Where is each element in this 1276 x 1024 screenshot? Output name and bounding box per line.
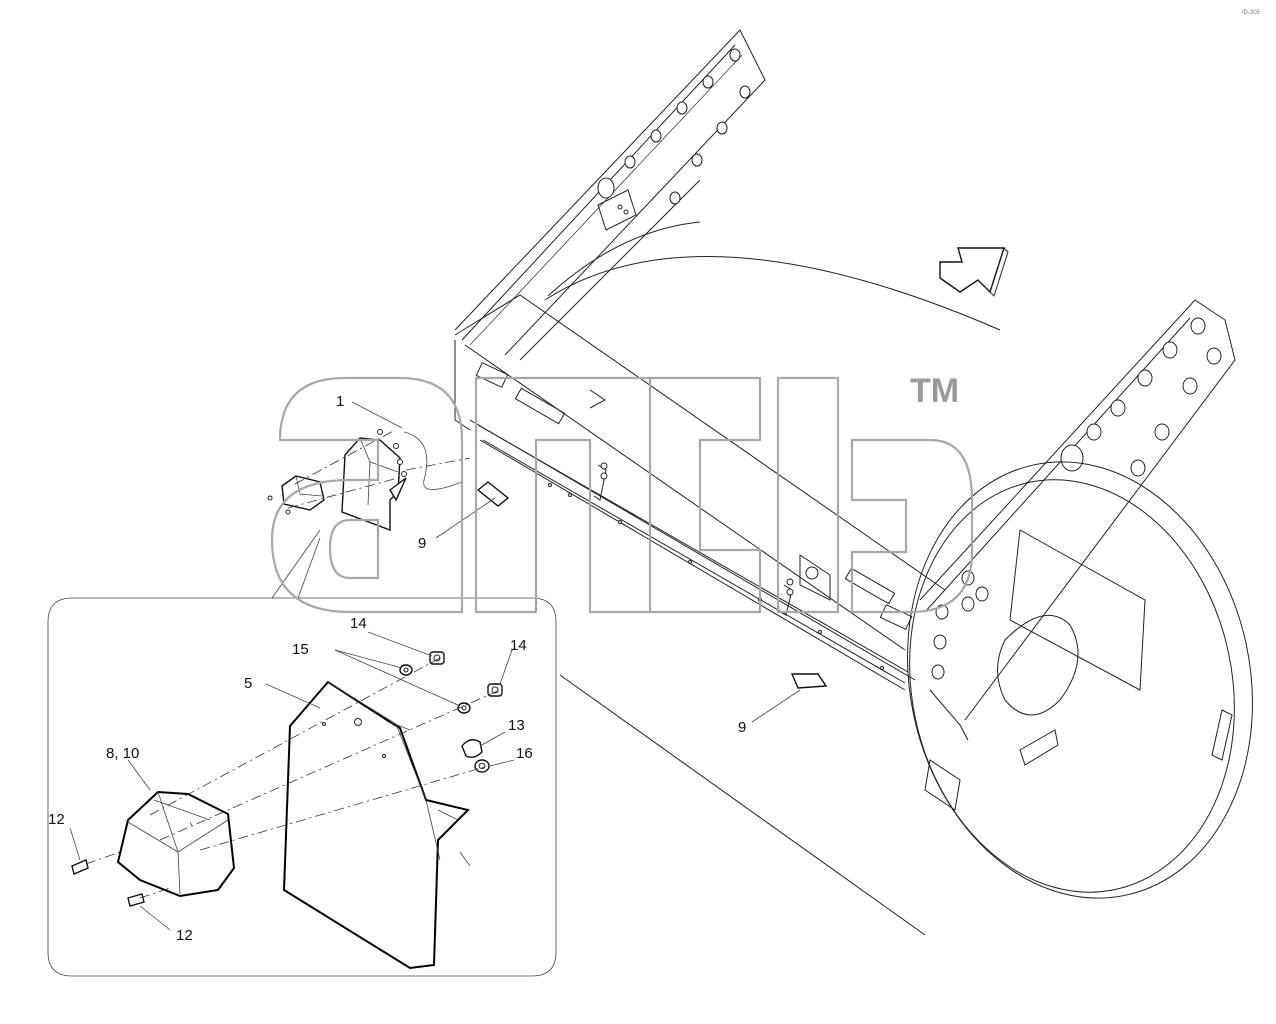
- callout-16: 16: [516, 745, 533, 762]
- screw-top: [71, 859, 89, 875]
- callout-1: 1: [336, 393, 344, 410]
- decal-lower: [790, 673, 828, 689]
- screw-bottom: [127, 893, 145, 907]
- callout-9-lower: 9: [738, 719, 746, 736]
- callout-9-upper: 9: [418, 535, 426, 552]
- plug-13: [461, 739, 483, 759]
- logo-watermark: TM: [270, 372, 974, 614]
- decal-upper: [476, 481, 510, 507]
- upper-lamp-assembly: [267, 429, 471, 532]
- lamp-housing: [116, 790, 236, 898]
- washer-16: [474, 759, 490, 773]
- corner-mark: ID-305: [1242, 10, 1261, 16]
- callouts: 1 9 9 14 14 15 5 13 16 8, 10 12 12: [48, 393, 746, 944]
- callout-12-top: 12: [48, 811, 65, 828]
- arrow-icon: [939, 247, 1009, 297]
- nut-14-right: [487, 683, 503, 697]
- washer-15-top: [399, 664, 413, 676]
- right-arm-holes: [931, 317, 1222, 680]
- bracket-plate: [282, 680, 471, 970]
- callout-13: 13: [508, 717, 525, 734]
- callout-14-left: 14: [350, 615, 367, 632]
- nut-14-left: [429, 651, 445, 665]
- callout-14-right: 14: [510, 637, 527, 654]
- washer-15-bottom: [457, 702, 471, 714]
- callout-12-bottom: 12: [176, 927, 193, 944]
- callout-15: 15: [292, 641, 309, 658]
- callout-8-10: 8, 10: [106, 745, 139, 762]
- detail-view: [47, 597, 557, 977]
- drum-frame: [454, 29, 1253, 936]
- upper-arm-holes: [597, 48, 751, 205]
- callout-5: 5: [244, 675, 252, 692]
- trademark-symbol: TM: [910, 372, 959, 410]
